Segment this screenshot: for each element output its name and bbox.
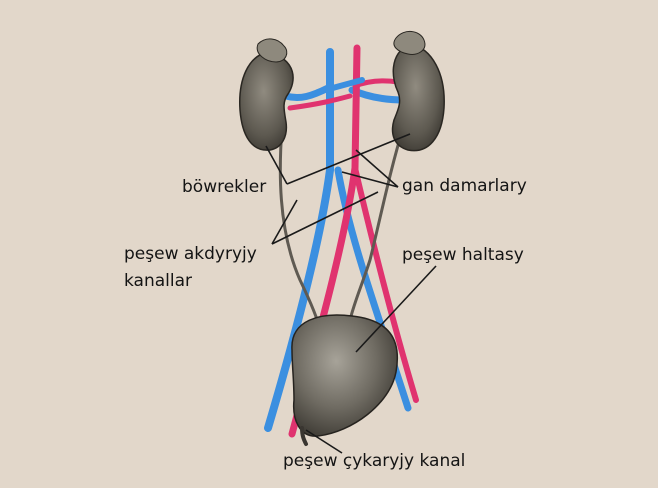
left-kidney [239, 38, 294, 151]
label-bladder: peşew haltasy [402, 245, 524, 265]
right-kidney [391, 31, 445, 152]
urethra [300, 426, 308, 446]
label-ureters-line2: kanallar [124, 271, 193, 291]
vena-cava-overlay [315, 77, 365, 95]
label-ureters-line1: peşew akdyryjy [124, 244, 257, 264]
bladder [291, 314, 398, 437]
ureters [278, 113, 406, 332]
label-kidneys: böwrekler [182, 177, 267, 197]
leader-lines [265, 133, 437, 454]
label-urethra: peşew çykaryjy kanal [283, 451, 466, 471]
label-blood-vessels: gan damarlary [402, 176, 527, 196]
